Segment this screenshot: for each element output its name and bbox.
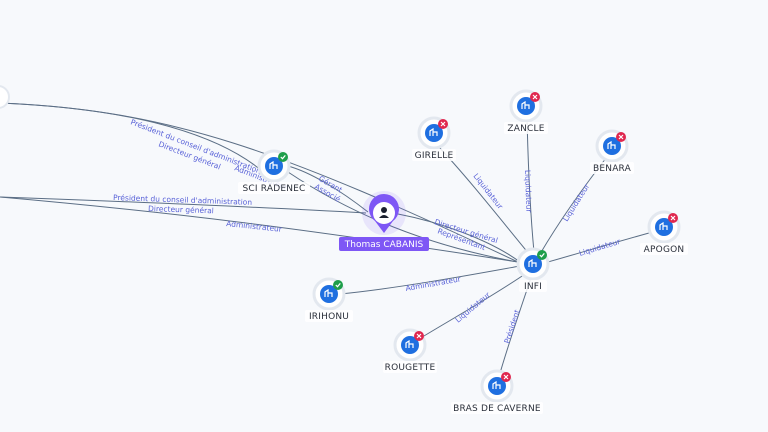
company-node-zancle[interactable]: ZANCLE: [504, 89, 548, 134]
nodes-layer: SCI RADENEC INFI ZANCLE: [238, 89, 688, 414]
edges-layer: [0, 102, 661, 381]
company-node-girelle[interactable]: GIRELLE: [412, 116, 456, 161]
building-icon: [524, 255, 542, 273]
company-node-apogon[interactable]: APOGON: [640, 210, 688, 255]
node-label: BRAS DE CAVERNE: [453, 404, 541, 414]
edge-label: Administrateur: [405, 274, 463, 293]
company-node-benara[interactable]: BENARA: [590, 129, 634, 174]
node-label: SCI RADENEC: [242, 184, 305, 194]
edge-radenec-infi: [287, 171, 519, 263]
edge-label: Liquidateur: [471, 172, 505, 212]
person-name-label: Thomas CABANIS: [344, 240, 424, 250]
company-node-infi[interactable]: INFI: [516, 247, 550, 292]
edge-labels-layer: Président du conseil d'administration Di…: [113, 117, 622, 344]
active-badge-icon: [333, 280, 343, 290]
building-icon: [603, 137, 621, 155]
edge-infi-irihonu: [339, 265, 521, 295]
node-label: APOGON: [644, 245, 685, 255]
building-icon: [488, 377, 506, 395]
active-badge-icon: [278, 152, 288, 162]
edge-label: Directeur général: [148, 204, 214, 215]
node-label: GIRELLE: [415, 151, 454, 161]
edge-infi-rougette: [413, 271, 529, 343]
edge-person-radenec: [287, 165, 369, 213]
edge-label: Administrateur: [226, 219, 283, 234]
company-node-offscreen[interactable]: I: [0, 85, 10, 131]
person-icon: [379, 207, 389, 218]
company-node-irihonu[interactable]: IRIHONU: [305, 277, 353, 322]
edge-offscreen1-infi: [0, 102, 519, 263]
building-icon: [265, 157, 283, 175]
building-icon: [517, 97, 535, 115]
person-node[interactable]: Thomas CABANIS: [339, 191, 429, 251]
edge-label: Président: [502, 309, 521, 345]
node-label: IRIHONU: [309, 312, 349, 322]
edge-offscreen2-person: [0, 196, 367, 214]
node-label: ZANCLE: [507, 124, 544, 134]
node-label: INFI: [524, 282, 542, 292]
node-label: I: [0, 121, 1, 131]
company-node-bras-de-caverne[interactable]: BRAS DE CAVERNE: [451, 369, 543, 414]
edge-offscreen2-infi: [0, 196, 519, 263]
node-label: BENARA: [593, 164, 632, 174]
building-icon: [401, 336, 419, 354]
edge-label: Liquidateur: [561, 181, 592, 223]
edge-label: Liquidateur: [578, 237, 622, 258]
building-icon: [655, 218, 673, 236]
company-node-sci-radenec[interactable]: SCI RADENEC: [238, 149, 310, 194]
edge-offscreen1-radenec: [0, 102, 271, 179]
edge-person-infi: [397, 213, 521, 263]
building-icon: [320, 285, 338, 303]
edge-label: Liquidateur: [523, 170, 534, 214]
building-icon: [425, 124, 443, 142]
company-node-rougette[interactable]: ROUGETTE: [383, 328, 437, 373]
active-badge-icon: [537, 250, 547, 260]
node-label: ROUGETTE: [385, 363, 436, 373]
edge-label: Liquidateur: [454, 290, 493, 325]
